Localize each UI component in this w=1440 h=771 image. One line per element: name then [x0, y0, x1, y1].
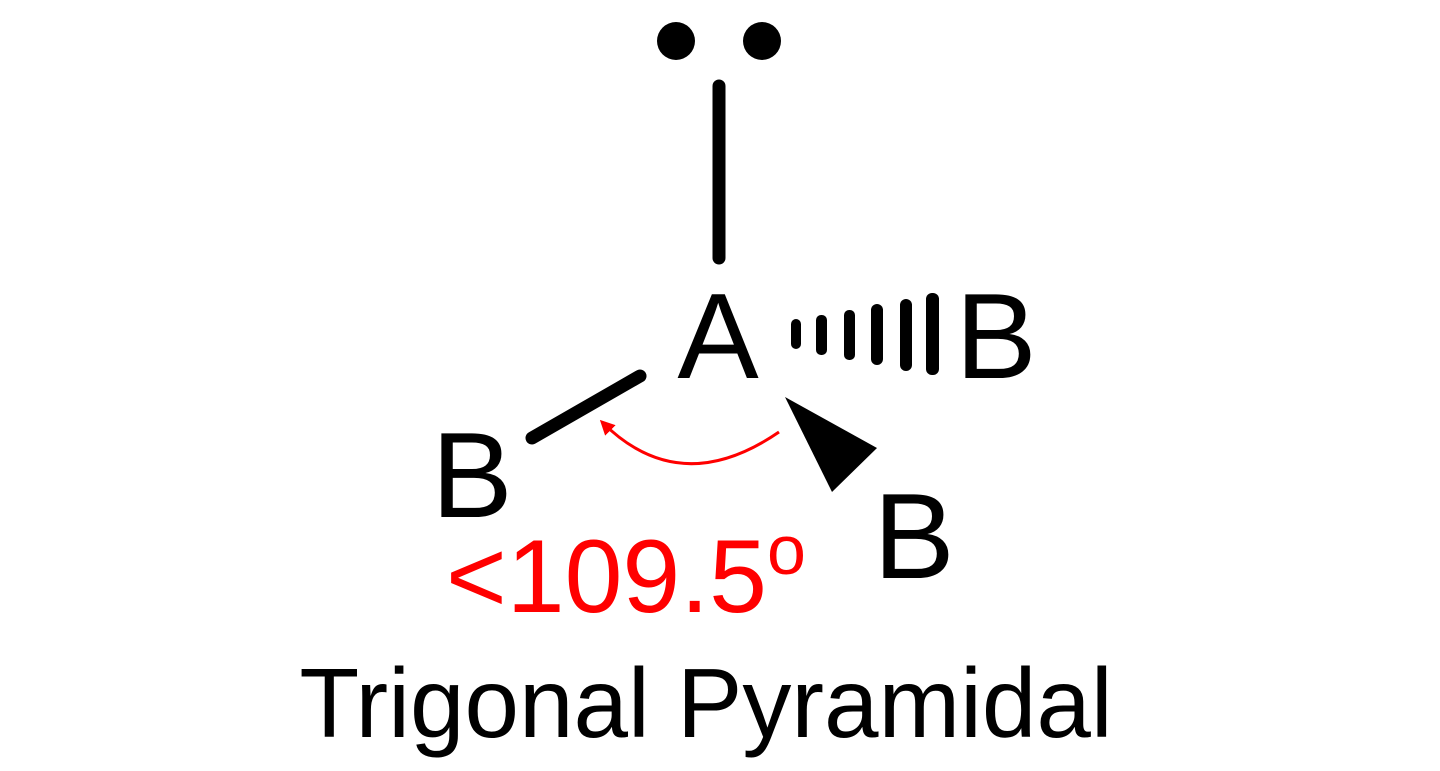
bond-angle-prefix: <	[446, 519, 507, 635]
bonded-atom-right-label: B	[955, 268, 1036, 404]
central-atom-label: A	[677, 268, 759, 404]
dashed-wedge-bond	[791, 293, 939, 375]
bond-angle-label: <109.5o	[446, 511, 806, 635]
solid-wedge-bond	[785, 397, 877, 492]
bonded-atom-front-label: B	[873, 468, 954, 604]
bond-angle-value: 109.5	[507, 519, 767, 635]
plain-bond	[525, 369, 647, 445]
geometry-caption: Trigonal Pyramidal	[299, 648, 1112, 758]
bond-angle-arc	[599, 419, 780, 466]
lone-pair-electron-left	[657, 22, 695, 60]
bond-angle-degree: o	[767, 511, 806, 589]
lone-pair	[657, 22, 781, 60]
bonded-atom-left-label: B	[431, 407, 512, 543]
lone-pair-electron-right	[743, 22, 781, 60]
